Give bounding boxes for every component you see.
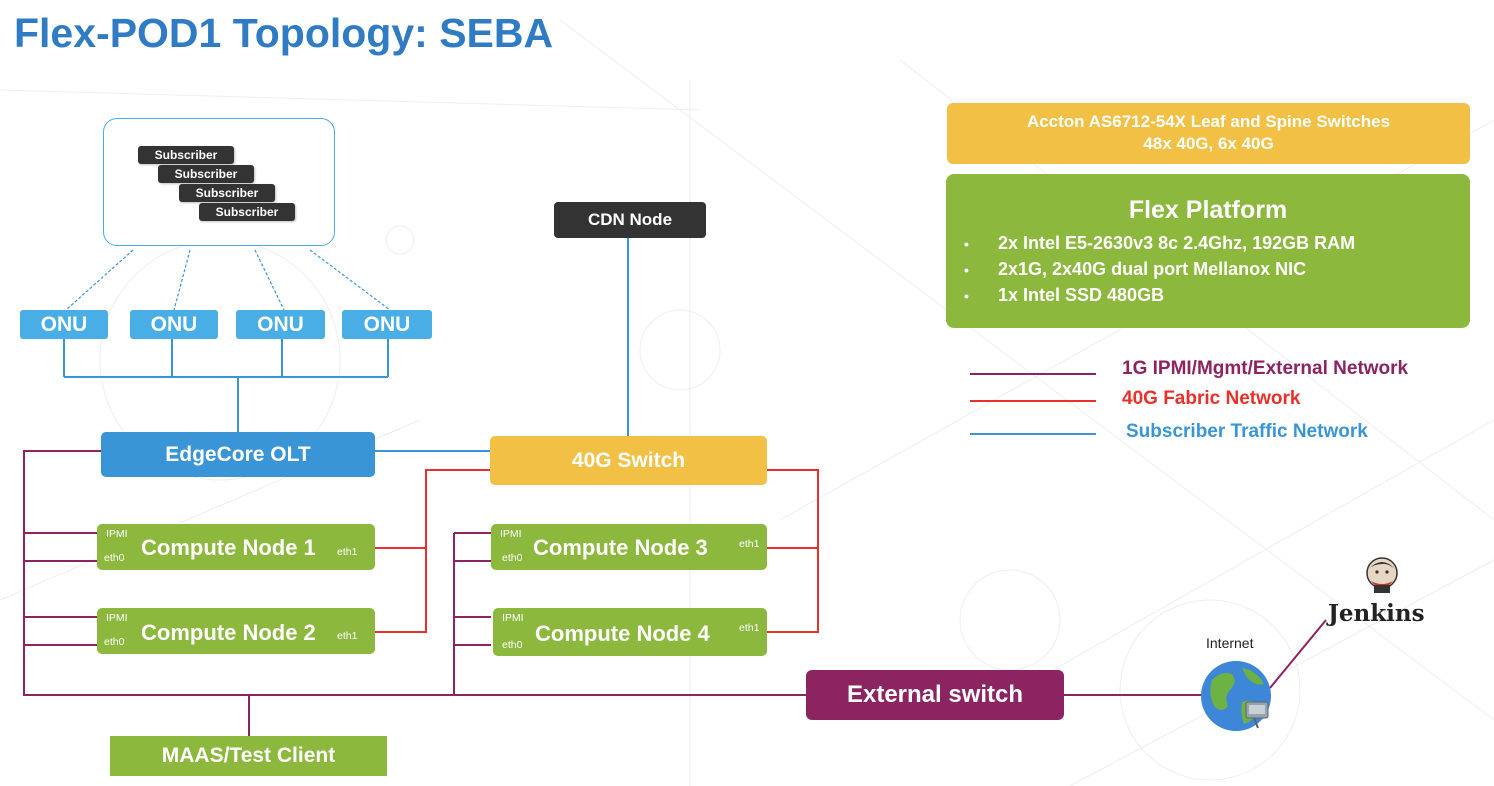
legend-label-mgmt: 1G IPMI/Mgmt/External Network [1122, 358, 1409, 379]
onu-box: ONU [236, 310, 325, 339]
eth1-port-label: eth1 [337, 630, 358, 642]
jenkins-icon [1366, 557, 1398, 593]
flex-platform-title: Flex Platform [1128, 196, 1288, 224]
list-item-text: 2x Intel E5-2630v3 8c 2.4Ghz, 192GB RAM [998, 233, 1356, 253]
list-item: • 2x Intel E5-2630v3 8c 2.4Ghz, 192GB RAM [964, 230, 1355, 256]
list-item: • 2x1G, 2x40G dual port Mellanox NIC [964, 256, 1355, 282]
accton-switch-info: Accton AS6712-54X Leaf and Spine Switche… [947, 103, 1470, 164]
legend-label-fabric: 40G Fabric Network [1122, 388, 1301, 409]
eth0-port-label: eth0 [502, 639, 523, 651]
maas-test-client: MAAS/Test Client [110, 736, 387, 776]
flex-platform-info: Flex Platform • 2x Intel E5-2630v3 8c 2.4… [946, 174, 1470, 328]
eth0-port-label: eth0 [104, 636, 125, 648]
bullet-icon: • [964, 288, 969, 304]
eth1-port-label: eth1 [739, 538, 760, 550]
ipmi-port-label: IPMI [106, 528, 128, 540]
list-item: • 1x Intel SSD 480GB [964, 282, 1355, 308]
subscriber-box: Subscriber [199, 203, 295, 221]
internet-label: Internet [1206, 635, 1254, 651]
onu-box: ONU [130, 310, 218, 339]
globe-icon [1201, 661, 1271, 731]
compute-node-2: IPMI eth0 Compute Node 2 eth1 [97, 608, 375, 654]
accton-line-1: Accton AS6712-54X Leaf and Spine Switche… [1026, 112, 1391, 131]
ipmi-port-label: IPMI [502, 612, 524, 624]
subscriber-box: Subscriber [158, 165, 254, 183]
eth0-port-label: eth0 [502, 552, 523, 564]
compute-node-4: IPMI eth0 Compute Node 4 eth1 [493, 608, 767, 656]
bullet-icon: • [964, 236, 969, 252]
flex-platform-list: • 2x Intel E5-2630v3 8c 2.4Ghz, 192GB RAM… [964, 230, 1355, 308]
onu-box: ONU [20, 310, 108, 339]
switch-40g: 40G Switch [490, 436, 767, 485]
compute-node-label: Compute Node 4 [535, 621, 710, 646]
compute-node-1: IPMI eth0 Compute Node 1 eth1 [97, 524, 375, 570]
ipmi-port-label: IPMI [500, 528, 522, 540]
eth1-port-label: eth1 [739, 622, 760, 634]
onu-box: ONU [342, 310, 432, 339]
compute-node-3: IPMI eth0 Compute Node 3 eth1 [491, 524, 767, 570]
bullet-icon: • [964, 262, 969, 278]
list-item-text: 2x1G, 2x40G dual port Mellanox NIC [998, 259, 1307, 279]
page-title: Flex-POD1 Topology: SEBA [14, 10, 554, 56]
compute-node-label: Compute Node 1 [141, 535, 316, 560]
subscriber-box: Subscriber [179, 184, 275, 202]
jenkins-label: Jenkins [1328, 600, 1425, 627]
external-switch: External switch [806, 670, 1064, 720]
edgecore-olt: EdgeCore OLT [101, 432, 375, 477]
ipmi-port-label: IPMI [106, 612, 128, 624]
legend-label-subscriber: Subscriber Traffic Network [1126, 421, 1368, 442]
compute-node-label: Compute Node 2 [141, 620, 316, 645]
eth1-port-label: eth1 [337, 546, 358, 558]
legend-lines [970, 373, 1096, 435]
cdn-node: CDN Node [554, 202, 706, 238]
accton-line-2: 48x 40G, 6x 40G [1143, 134, 1274, 153]
list-item-text: 1x Intel SSD 480GB [998, 285, 1165, 305]
eth0-port-label: eth0 [104, 552, 125, 564]
subscriber-box: Subscriber [138, 146, 234, 164]
compute-node-label: Compute Node 3 [533, 535, 708, 560]
